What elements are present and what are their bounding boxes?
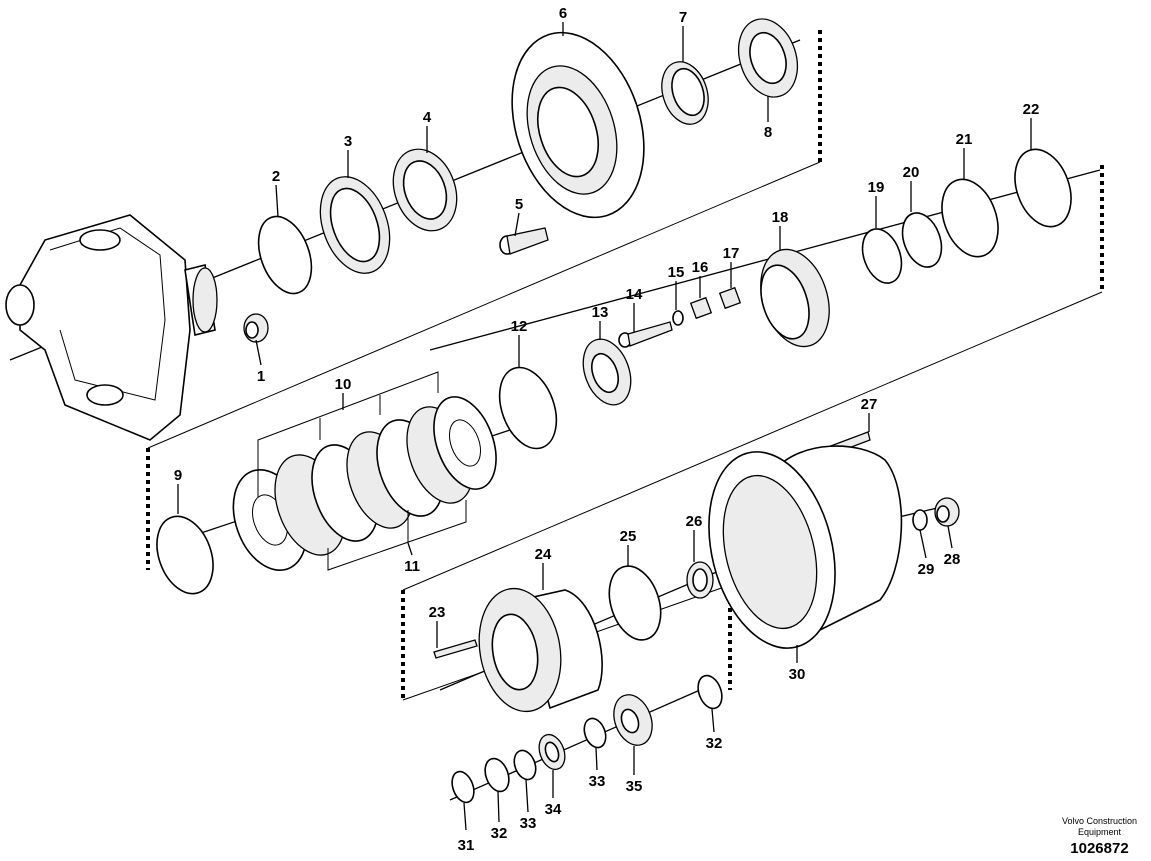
callout-15: 15: [668, 264, 685, 281]
drawing-footer: Volvo Construction Equipment 1026872: [1062, 816, 1137, 857]
part-5-bolt: [499, 227, 549, 255]
part-9-ring: [156, 515, 214, 595]
callout-20: 20: [903, 164, 920, 181]
part-26-lock-washer: [686, 561, 714, 599]
callout-17: 17: [723, 245, 740, 262]
part-20-ring: [901, 212, 943, 268]
callout-2: 2: [272, 168, 280, 185]
callout-1: 1: [257, 368, 265, 385]
part-14-bolt: [618, 321, 673, 348]
callout-34: 34: [545, 801, 562, 818]
callout-28: 28: [944, 551, 961, 568]
callout-13: 13: [592, 304, 609, 321]
callout-14: 14: [626, 286, 643, 303]
part-24-carrier: [478, 587, 603, 713]
part-1-plug: [243, 313, 269, 343]
part-34-bearing: [538, 733, 566, 771]
callout-4: 4: [423, 109, 432, 126]
part-8-bearing: [737, 18, 799, 98]
callout-6: 6: [559, 5, 567, 22]
callout-5: 5: [515, 196, 523, 213]
callout-24: 24: [535, 546, 552, 563]
part-32-snap-ring-lower: [484, 757, 510, 793]
part-28-plug: [934, 497, 960, 527]
callout-27: 27: [861, 396, 878, 413]
knuckle-housing: [5, 214, 218, 441]
part-3-seal: [319, 176, 391, 274]
part-12-snap-ring: [498, 366, 558, 450]
part-30-hub: [708, 445, 903, 649]
parts-15-17-washer-springs: [672, 286, 742, 326]
part-13-nut: [582, 338, 632, 406]
callout-21: 21: [956, 131, 973, 148]
part-19-ring: [861, 228, 903, 284]
callout-22: 22: [1023, 101, 1040, 118]
brand-line-1: Volvo Construction: [1061, 816, 1137, 826]
callout-7: 7: [679, 9, 687, 26]
brand-line-2: Equipment: [1077, 827, 1121, 837]
part-7-ring: [661, 61, 709, 125]
callout-9: 9: [174, 467, 182, 484]
part-22-ring: [1014, 148, 1072, 228]
callout-32-upper: 32: [706, 735, 723, 752]
callout-30: 30: [789, 666, 806, 683]
drawing-number: 1026872: [1070, 840, 1129, 857]
callout-11: 11: [404, 558, 420, 575]
part-35-gear: [613, 694, 653, 746]
part-29-washer: [912, 509, 928, 531]
callout-25: 25: [620, 528, 637, 545]
part-21-ring: [941, 178, 999, 258]
part-33-washer-upper: [583, 717, 607, 749]
part-4-bearing: [392, 148, 458, 232]
callout-8: 8: [764, 124, 772, 141]
callout-19: 19: [868, 179, 885, 196]
part-18-piston: [760, 248, 830, 348]
part-31-snap-ring: [451, 770, 475, 804]
part-2-o-ring: [257, 215, 313, 295]
callout-32-lower: 32: [491, 825, 508, 842]
callout-labels: 1 2 3 4 5 6 7 8 9 10 11 12 13 14 15 16 1…: [174, 5, 1040, 854]
callout-18: 18: [772, 209, 789, 226]
callout-16: 16: [692, 259, 709, 276]
callout-26: 26: [686, 513, 703, 530]
callout-12: 12: [511, 318, 528, 335]
callout-10: 10: [335, 376, 352, 393]
callout-23: 23: [429, 604, 446, 621]
part-23-pin: [433, 639, 478, 659]
callout-33-lower: 33: [520, 815, 537, 832]
part-25-o-ring: [608, 565, 662, 641]
callout-31: 31: [458, 837, 475, 854]
callout-33-upper: 33: [589, 773, 606, 790]
callout-35: 35: [626, 778, 643, 795]
callout-3: 3: [344, 133, 352, 150]
part-10-11-disc-stack: [232, 371, 497, 572]
callout-29: 29: [918, 561, 935, 578]
part-33-washer-lower: [513, 749, 537, 781]
part-32-snap-ring-upper: [697, 674, 723, 710]
part-6-hub-flange: [511, 31, 645, 219]
callout-leaders: [177, 22, 1032, 831]
